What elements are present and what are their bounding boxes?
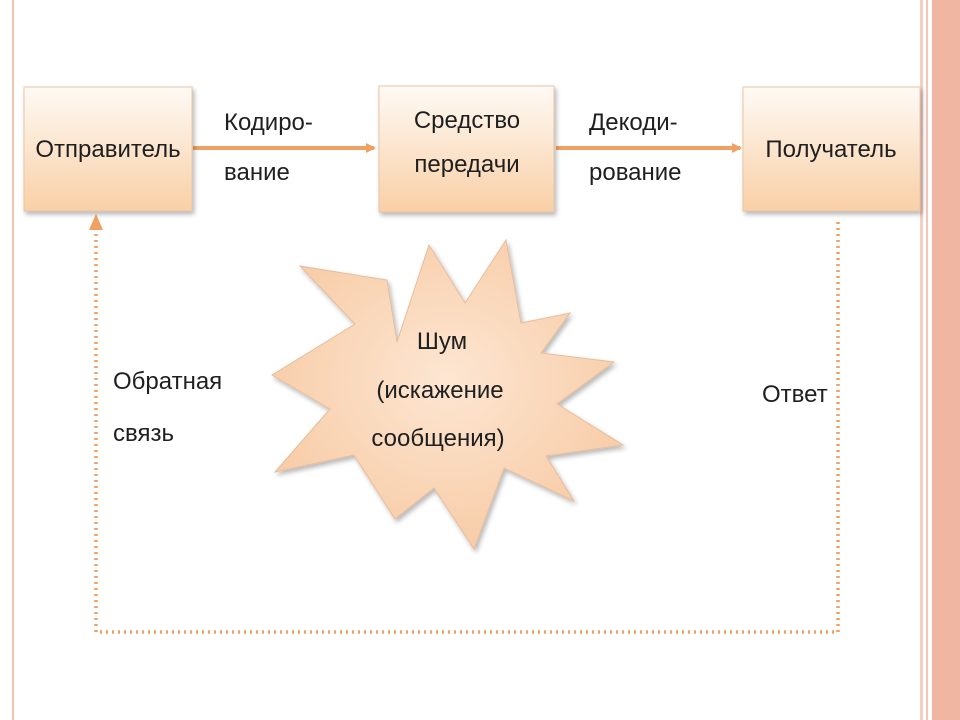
sender-label: Отправитель [35, 136, 180, 163]
slide-frame-left [12, 0, 14, 720]
feedback-loop-path [94, 222, 840, 634]
channel-label-line1: Средство [414, 107, 520, 134]
encoding-label-line2: вание [224, 159, 290, 186]
receiver-label: Получатель [765, 136, 896, 163]
slide-frame-right-line-inner [926, 0, 928, 720]
feedback-label-line1: Обратная [113, 368, 222, 395]
noise-label-line1: Шум [417, 328, 467, 355]
response-label: Ответ [762, 381, 828, 408]
slide-frame-right-strip [932, 0, 960, 720]
slide-frame-right-line [920, 0, 923, 720]
encoding-label-line1: Кодиро- [224, 109, 313, 136]
channel-box [378, 85, 555, 213]
feedback-label-line2: связь [113, 420, 174, 447]
decoding-label-line1: Декоди- [589, 109, 678, 136]
sender-box [23, 86, 193, 212]
feedback-arrowhead [89, 214, 103, 230]
noise-label-line2: (искажение [376, 377, 503, 404]
noise-starburst [271, 238, 625, 551]
channel-label-line2: передачи [414, 151, 519, 178]
decoding-label-line2: рование [589, 159, 682, 186]
noise-label-line3: сообщения) [371, 425, 504, 452]
receiver-box [742, 86, 921, 212]
